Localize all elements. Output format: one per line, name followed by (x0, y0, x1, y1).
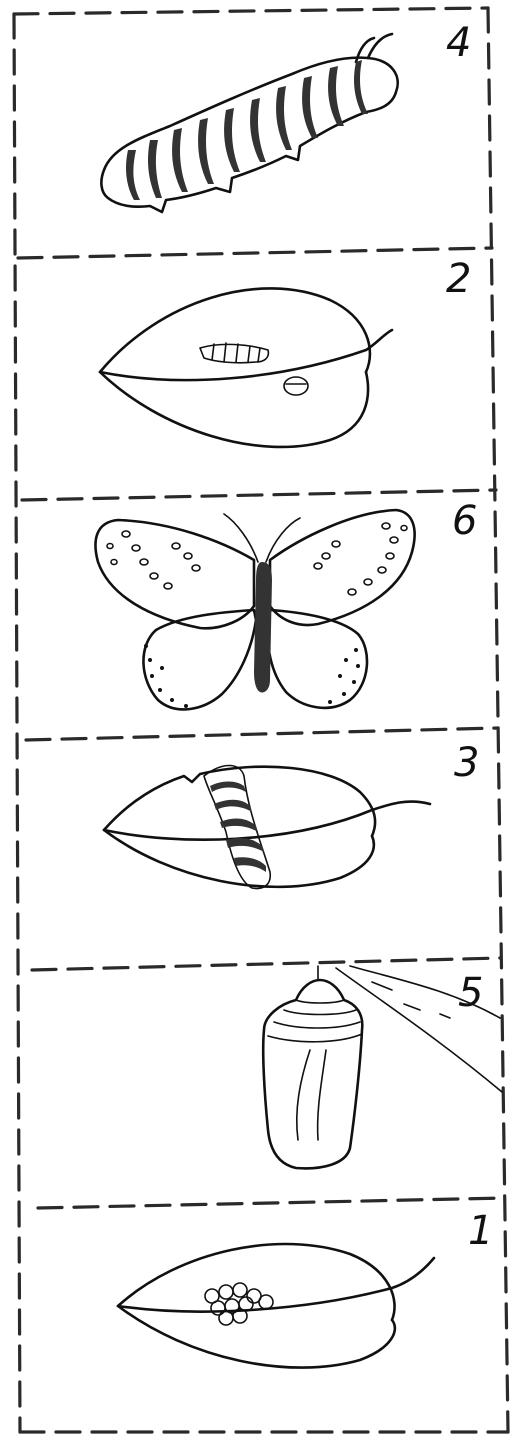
hindwing-dots (144, 644, 360, 708)
panel-number: 5 (458, 970, 483, 1016)
panel-number: 1 (468, 1208, 493, 1254)
panel-hatchling: 2 (100, 256, 471, 447)
cut-lines (14, 8, 508, 1432)
panel-butterfly: 6 (95, 498, 477, 709)
panel-number: 2 (446, 256, 471, 302)
egg-cluster (205, 1283, 273, 1325)
cut-line-top (14, 8, 488, 14)
cut-line-4 (32, 958, 500, 970)
panel-leaf-caterpillar: 3 (104, 740, 479, 888)
cut-line-3 (26, 728, 498, 740)
leaf-eggs-drawing (118, 1244, 434, 1368)
panel-eggs: 1 (118, 1208, 493, 1368)
panel-number: 4 (446, 20, 471, 66)
panel-chrysalis: 5 (263, 966, 502, 1168)
panel-caterpillar: 4 (101, 20, 471, 212)
cut-line-2 (22, 490, 496, 500)
cut-line-left (14, 14, 20, 1432)
panel-number: 3 (454, 740, 479, 786)
cut-line-5 (38, 1198, 504, 1208)
butterfly-drawing (95, 510, 414, 709)
body (254, 562, 272, 693)
leaf-hatchling-drawing (100, 288, 392, 447)
panel-number: 6 (452, 498, 477, 544)
leaf-caterpillar-drawing (104, 766, 430, 889)
cut-line-1 (18, 248, 492, 258)
caterpillar-drawing (101, 34, 397, 212)
